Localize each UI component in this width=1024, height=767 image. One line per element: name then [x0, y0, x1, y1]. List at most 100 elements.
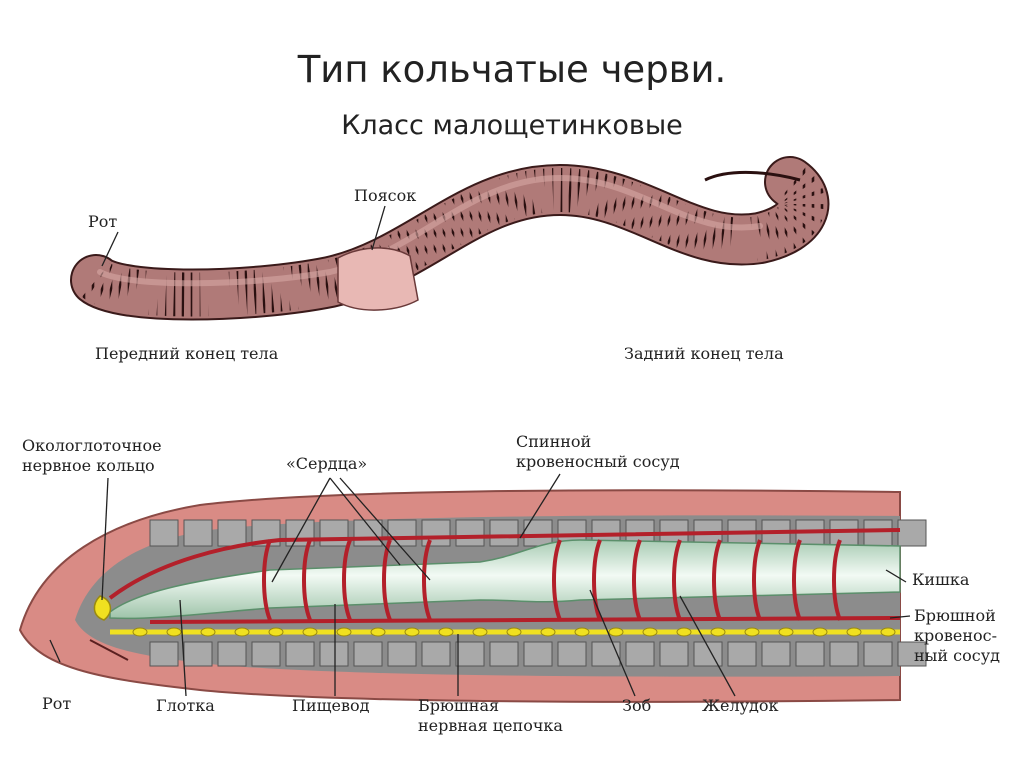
- heart-loop: [832, 539, 842, 621]
- septum-lower: [421, 641, 451, 667]
- worm-segments: [81, 164, 826, 317]
- slide-title: Тип кольчатые черви.: [297, 48, 727, 91]
- pharynx-lip: [89, 639, 129, 661]
- nerve-ganglion: [472, 627, 488, 637]
- septum-lower: [149, 641, 179, 667]
- nerve-ganglion: [846, 627, 862, 637]
- worm-highlight: [97, 174, 763, 287]
- ventral-blood-vessel: [149, 616, 901, 624]
- mouth-leader: [101, 231, 119, 267]
- label-posterior-end: Задний конец тела: [624, 344, 784, 363]
- label-clitellum: Поясок: [354, 186, 417, 205]
- earthworm-section: [18, 489, 927, 703]
- heart-loop: [262, 539, 272, 621]
- septum-lower: [659, 641, 689, 667]
- nerve-ganglion: [268, 627, 284, 637]
- septum-lower: [761, 641, 791, 667]
- heart-loop: [302, 539, 312, 621]
- nerve-ring: [93, 595, 112, 621]
- nerve-ganglion: [370, 627, 386, 637]
- septum-lower: [557, 641, 587, 667]
- septum-lower: [455, 641, 485, 667]
- label-anterior-end: Передний конец тела: [95, 344, 279, 363]
- nerve-ganglion: [234, 627, 250, 637]
- heart-loop: [632, 539, 642, 621]
- septum-lower: [625, 641, 655, 667]
- heart-loop: [752, 539, 762, 621]
- nerve-ganglion: [438, 627, 454, 637]
- nerve-ganglion: [778, 627, 794, 637]
- nerve-ganglion: [710, 627, 726, 637]
- label-pharynx: Глотка: [156, 696, 215, 715]
- nerve-ganglion: [676, 627, 692, 637]
- nerve-ganglion: [200, 627, 216, 637]
- heart-loop: [422, 539, 432, 621]
- nerve-ganglion: [132, 627, 148, 637]
- septum-lower: [353, 641, 383, 667]
- heart-loop: [382, 539, 392, 621]
- label-esophagus: Пищевод: [292, 696, 370, 715]
- nerve-ganglion: [642, 627, 658, 637]
- nerve-ganglion: [608, 627, 624, 637]
- gut: [109, 539, 901, 620]
- septum-lower: [591, 641, 621, 667]
- nerve-ganglion: [506, 627, 522, 637]
- septum-upper: [149, 519, 179, 547]
- heart-loop: [342, 539, 352, 621]
- septum-upper: [183, 519, 213, 547]
- nerve-ganglion: [336, 627, 352, 637]
- septum-lower: [489, 641, 519, 667]
- nerve-ganglion: [880, 627, 896, 637]
- septum-lower: [795, 641, 825, 667]
- septum-upper: [387, 519, 417, 547]
- septum-upper: [217, 519, 247, 547]
- slide-subtitle: Класс малощетинковые: [341, 110, 683, 141]
- nerve-ganglion: [744, 627, 760, 637]
- septum-lower: [183, 641, 213, 667]
- tail-tip: [704, 171, 801, 182]
- nerve-ganglion: [574, 627, 590, 637]
- septum-upper: [319, 519, 349, 547]
- septum-upper: [353, 519, 383, 547]
- hearts: [262, 539, 842, 621]
- septum-lower: [829, 641, 859, 667]
- heart-loop: [552, 539, 562, 621]
- septum-lower: [523, 641, 553, 667]
- septum-upper: [489, 519, 519, 547]
- septum-lower: [251, 641, 281, 667]
- heart-loop: [592, 539, 602, 621]
- septum-lower: [897, 641, 927, 667]
- nerve-ganglion: [812, 627, 828, 637]
- heart-loop: [712, 539, 722, 621]
- clitellum-leader: [371, 205, 386, 251]
- nerve-ganglia: [132, 627, 896, 637]
- label-hearts: «Сердца»: [286, 454, 368, 473]
- septum-upper: [863, 519, 893, 547]
- label-mouth-section: Рот: [42, 694, 72, 713]
- nerve-ganglion: [404, 627, 420, 637]
- label-crop: Зоб: [622, 696, 652, 715]
- septum-lower: [319, 641, 349, 667]
- label-mouth-external: Рот: [88, 212, 118, 231]
- earthworm-external: [70, 156, 830, 321]
- heart-loop: [672, 539, 682, 621]
- septum-upper: [897, 519, 927, 547]
- septum-lower: [285, 641, 315, 667]
- nerve-ganglion: [166, 627, 182, 637]
- nerve-ganglion: [302, 627, 318, 637]
- heart-loop: [792, 539, 802, 621]
- septum-upper: [421, 519, 451, 547]
- septum-upper: [455, 519, 485, 547]
- septum-lower: [217, 641, 247, 667]
- septum-lower: [863, 641, 893, 667]
- label-intestine: Кишка: [912, 570, 970, 589]
- septum-lower: [727, 641, 757, 667]
- clitellum: [337, 247, 419, 311]
- section-leaders: [49, 473, 911, 697]
